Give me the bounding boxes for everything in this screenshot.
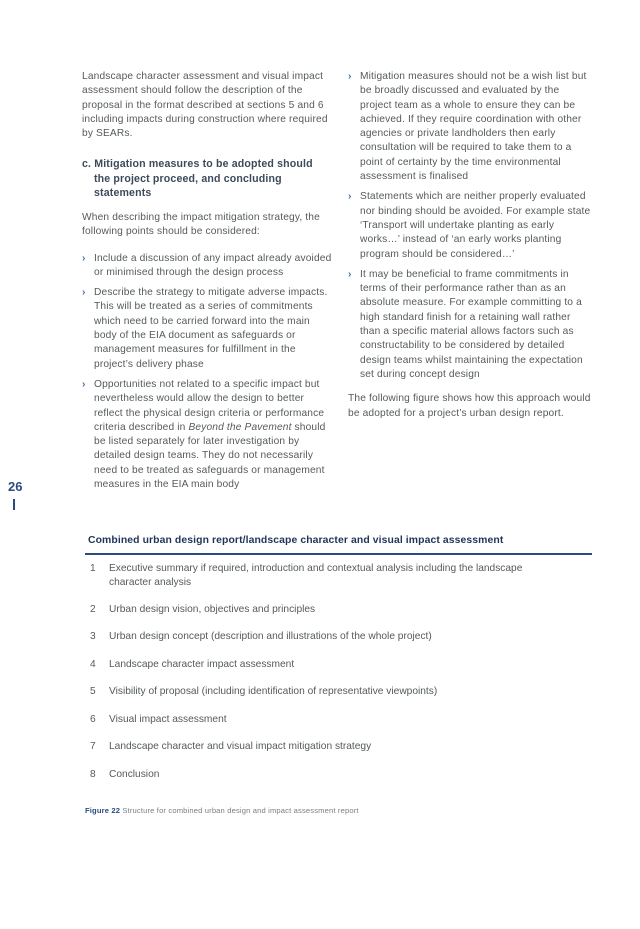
row-text: Executive summary if required, introduct… [109,563,523,588]
right-column: ›Mitigation measures should not be a wis… [348,70,593,421]
row-text: Urban design concept (description and il… [109,631,432,642]
row-number: 6 [90,714,96,725]
list-item: ›Mitigation measures should not be a wis… [348,71,587,183]
chevron-right-icon: › [348,191,352,203]
row-text: Landscape character impact assessment [109,659,295,670]
row-text: Visibility of proposal (including identi… [109,686,438,697]
row-text: Conclusion [109,769,160,780]
left-bullet-list: ›Include a discussion of any impact alre… [82,252,332,493]
page-number-rule [13,499,15,510]
figure-caption: Figure 22 Structure for combined urban d… [85,806,359,815]
figure-title: Combined urban design report/landscape c… [88,535,504,546]
publication-title: Beyond the Pavement [188,421,292,433]
figure-title-rule [85,553,592,555]
chevron-right-icon: › [82,378,86,390]
lead-paragraph: When describing the impact mitigation st… [82,211,320,238]
chevron-right-icon: › [82,252,86,264]
closing-paragraph: The following figure shows how this appr… [348,393,591,419]
row-number: 3 [90,631,96,642]
row-text: Urban design vision, objectives and prin… [109,604,316,615]
row-number: 4 [90,659,96,670]
page-number: 26 [8,479,23,494]
row-number: 1 [90,563,96,574]
row-number: 8 [90,769,96,780]
list-item: ›Opportunities not related to a specific… [82,378,326,491]
row-text: Visual impact assessment [109,714,227,725]
row-number: 2 [90,604,96,615]
row-text: Landscape character and visual impact mi… [109,741,372,752]
list-item: ›It may be beneficial to frame commitmen… [348,268,583,380]
list-item: ›Statements which are neither properly e… [348,191,591,260]
right-bullet-list: ›Mitigation measures should not be a wis… [348,70,593,382]
figure-label: Figure 22 [85,806,121,815]
chevron-right-icon: › [348,71,352,82]
list-item: ›Include a discussion of any impact alre… [82,252,332,278]
chevron-right-icon: › [348,268,352,280]
intro-paragraph: Landscape character assessment and visua… [82,71,328,140]
section-heading: c. Mitigation measures to be adopted sho… [82,158,313,200]
row-number: 5 [90,686,96,697]
chevron-right-icon: › [82,287,86,299]
figure-caption-text: Structure for combined urban design and … [120,806,359,815]
row-number: 7 [90,741,96,752]
list-item: ›Describe the strategy to mitigate adver… [82,287,328,370]
left-column: Landscape character assessment and visua… [82,70,332,498]
